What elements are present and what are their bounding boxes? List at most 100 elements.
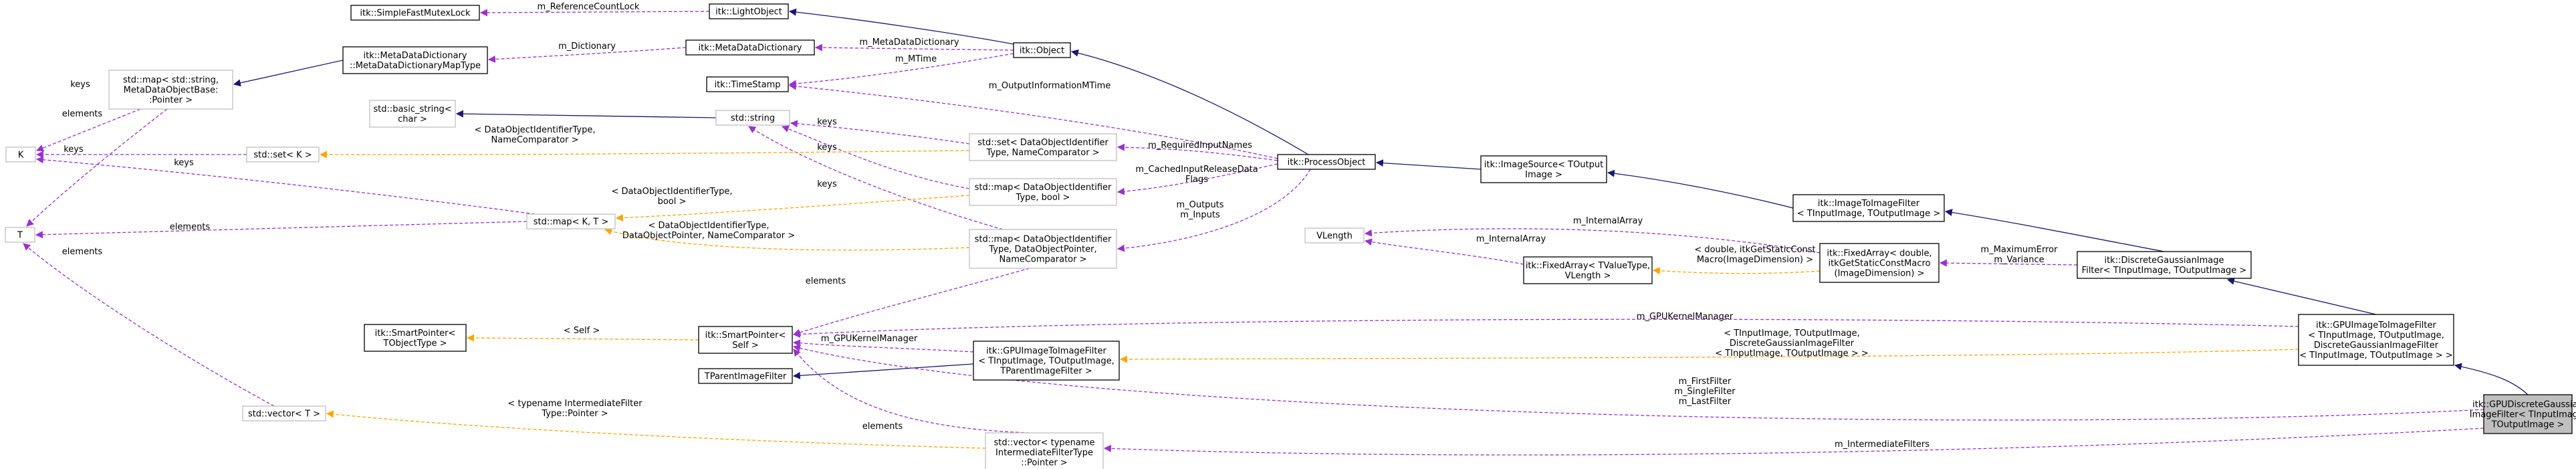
- node-gpu-image-to-image-filter-discrete[interactable]: itk::GPUImageToImageFilter< TInputImage,…: [2298, 314, 2454, 366]
- node-label: TObjectType >: [382, 339, 447, 349]
- edge-label-internal-array-mid: m_InternalArray: [1476, 234, 1546, 244]
- node-label: itk::GPUDiscreteGaussian: [2472, 400, 2576, 410]
- node-box: [969, 178, 1117, 206]
- edge-label-line: Macro(ImageDimension) >: [1697, 255, 1813, 265]
- node-set-k[interactable]: std::set< K >: [246, 147, 320, 163]
- node-label: K: [18, 151, 24, 161]
- edge-label-line: elements: [862, 421, 903, 432]
- node-label: std::map< DataObjectIdentifier: [975, 183, 1112, 193]
- node-std-map-string-meta[interactable]: std::map< std::string,MetaDataObjectBase…: [108, 70, 233, 110]
- edge-template-pointer-to-mapkt: [604, 227, 970, 251]
- edge-label-line: keys: [817, 179, 837, 189]
- node-gpu-image-to-image-filter-parent[interactable]: itk::GPUImageToImageFilter< TInputImage,…: [973, 341, 1120, 381]
- edge-label-m-time: m_MTime: [895, 54, 937, 64]
- node-label: std::set< DataObjectIdentifier: [977, 138, 1108, 148]
- node-label: itk::ImageSource< TOutput: [1484, 160, 1603, 170]
- edge-member-output-mtime: [788, 82, 1278, 159]
- node-label: itk::GPUImageToImageFilter: [2316, 320, 2436, 331]
- node-label: :Pointer >: [149, 96, 193, 106]
- edge-label-line: m_OutputInformationMTime: [989, 81, 1111, 91]
- node-label: TOutputImage >: [2491, 420, 2565, 430]
- edge-inherit-gaussian-imagetoimage: [1944, 209, 2165, 252]
- node-label: < TInputImage, TOutputImage,: [2308, 331, 2444, 341]
- edge-label-elements-vector-to-t: elements: [62, 247, 103, 257]
- node-t[interactable]: T: [5, 227, 35, 243]
- node-box: [1277, 154, 1376, 170]
- edge-label-line: keys: [64, 145, 84, 155]
- edge-label-output-information-mtime: m_OutputInformationMTime: [989, 81, 1111, 91]
- node-process-object[interactable]: itk::ProcessObject: [1277, 154, 1376, 170]
- edge-label-typename-intermediate-filter: < typename IntermediateFilterType::Point…: [507, 399, 642, 419]
- edge-member-internal-array-top: [1364, 228, 1821, 254]
- node-label: std::map< DataObjectIdentifier: [975, 235, 1112, 245]
- edge-member-mapkt-keys: [35, 156, 536, 215]
- node-map-data-object-bool[interactable]: std::map< DataObjectIdentifierType, bool…: [969, 178, 1117, 206]
- node-vector-intermediate[interactable]: std::vector< typenameIntermediateFilterT…: [985, 432, 1104, 469]
- node-vector-t[interactable]: std::vector< T >: [242, 405, 326, 421]
- node-box: [1304, 227, 1365, 244]
- edge-label-reference-count-lock: m_ReferenceCountLock: [538, 2, 640, 12]
- edge-label-line: m_MTime: [895, 54, 937, 64]
- node-label: (ImageDimension) >: [1835, 269, 1925, 279]
- node-meta-data-dictionary-map-type[interactable]: itk::MetaDataDictionary::MetaDataDiction…: [342, 46, 488, 74]
- node-light-object[interactable]: itk::LightObject: [709, 3, 789, 19]
- edge-member-required-input-names: [1117, 143, 1278, 161]
- edge-label-line: < DataObjectIdentifierType,: [612, 187, 733, 197]
- edge-label-line: DataObjectPointer, NameComparator >: [622, 231, 795, 241]
- node-box: [242, 405, 326, 421]
- node-image-to-image-filter[interactable]: itk::ImageToImageFilter< TInputImage, TO…: [1792, 194, 1945, 222]
- node-box: [369, 100, 456, 128]
- node-box: [698, 368, 793, 384]
- edge-template-set-to-setk: [319, 150, 970, 159]
- node-box: [715, 110, 790, 126]
- node-box: [2298, 314, 2454, 366]
- edge-template-self: [466, 334, 699, 342]
- edge-label-line: Type::Pointer >: [541, 409, 608, 419]
- node-set-data-object-identifier[interactable]: std::set< DataObjectIdentifierType, Name…: [969, 133, 1117, 161]
- edge-member-gpu-kernel-manager-long: [792, 318, 2299, 339]
- node-v-length[interactable]: VLength: [1304, 227, 1365, 244]
- node-discrete-gaussian[interactable]: itk::DiscreteGaussianImageFilter< TInput…: [2077, 251, 2252, 279]
- node-map-data-object-pointer[interactable]: std::map< DataObjectIdentifierType, Data…: [969, 229, 1117, 269]
- edge-label-line: m_SingleFilter: [1674, 387, 1736, 397]
- edge-label-line: elements: [62, 109, 103, 119]
- edge-label-line: < double, itkGetStaticConst: [1694, 245, 1815, 255]
- node-box: [5, 147, 36, 163]
- node-box: [985, 432, 1104, 469]
- edge-label-line: m_LastFilter: [1679, 397, 1732, 407]
- node-time-stamp[interactable]: itk::TimeStamp: [706, 76, 789, 92]
- edge-inherit-imagetoimage-imagesource: [1607, 169, 1794, 209]
- edge-label-required-input-names: m_RequiredInputNames: [1148, 140, 1252, 151]
- edge-member-set-string-keys: [790, 120, 970, 145]
- edge-member-mtime: [788, 53, 1014, 88]
- node-std-string[interactable]: std::string: [715, 110, 790, 126]
- node-smart-pointer-self[interactable]: itk::SmartPointer<Self >: [698, 326, 793, 354]
- edge-label-line: m_Inputs: [1180, 210, 1220, 220]
- node-basic-string[interactable]: std::basic_string<char >: [369, 100, 456, 128]
- node-label: std::vector< T >: [248, 409, 320, 419]
- node-box: [246, 147, 320, 163]
- node-meta-data-dictionary[interactable]: itk::MetaDataDictionary: [685, 39, 815, 56]
- node-label: std::set< K >: [253, 151, 312, 161]
- edge-member-reference-count-lock: [479, 9, 710, 17]
- node-label: VLength >: [1565, 271, 1611, 281]
- edge-label-meta-data-dictionary: m_MetaDataDictionary: [859, 37, 959, 48]
- node-image-source[interactable]: itk::ImageSource< TOutputImage >: [1480, 155, 1607, 183]
- node-simple-fast-mutex-lock[interactable]: itk::SimpleFastMutexLock: [350, 5, 480, 21]
- node-t-parent-image-filter[interactable]: TParentImageFilter: [698, 368, 793, 384]
- edge-label-line: m_FirstFilter: [1679, 377, 1732, 387]
- node-object[interactable]: itk::Object: [1013, 42, 1071, 58]
- node-label: itk::SmartPointer<: [705, 331, 786, 341]
- node-k[interactable]: K: [5, 147, 36, 163]
- node-fixed-array-tvalue[interactable]: itk::FixedArray< TValueType,VLength >: [1523, 256, 1653, 284]
- edge-member-metadata-dictionary: [814, 43, 1014, 52]
- node-map-kt[interactable]: std::map< K, T >: [526, 213, 616, 229]
- edge-member-vector-smart-elements: [793, 349, 1030, 434]
- edge-label-line: elements: [170, 222, 211, 232]
- edge-label-line: < TInputImage, TOutputImage,: [1724, 329, 1860, 339]
- node-fixed-array-double[interactable]: itk::FixedArray< double,itkGetStaticCons…: [1819, 243, 1940, 283]
- node-smart-pointer-tobject[interactable]: itk::SmartPointer<TObjectType >: [364, 324, 467, 352]
